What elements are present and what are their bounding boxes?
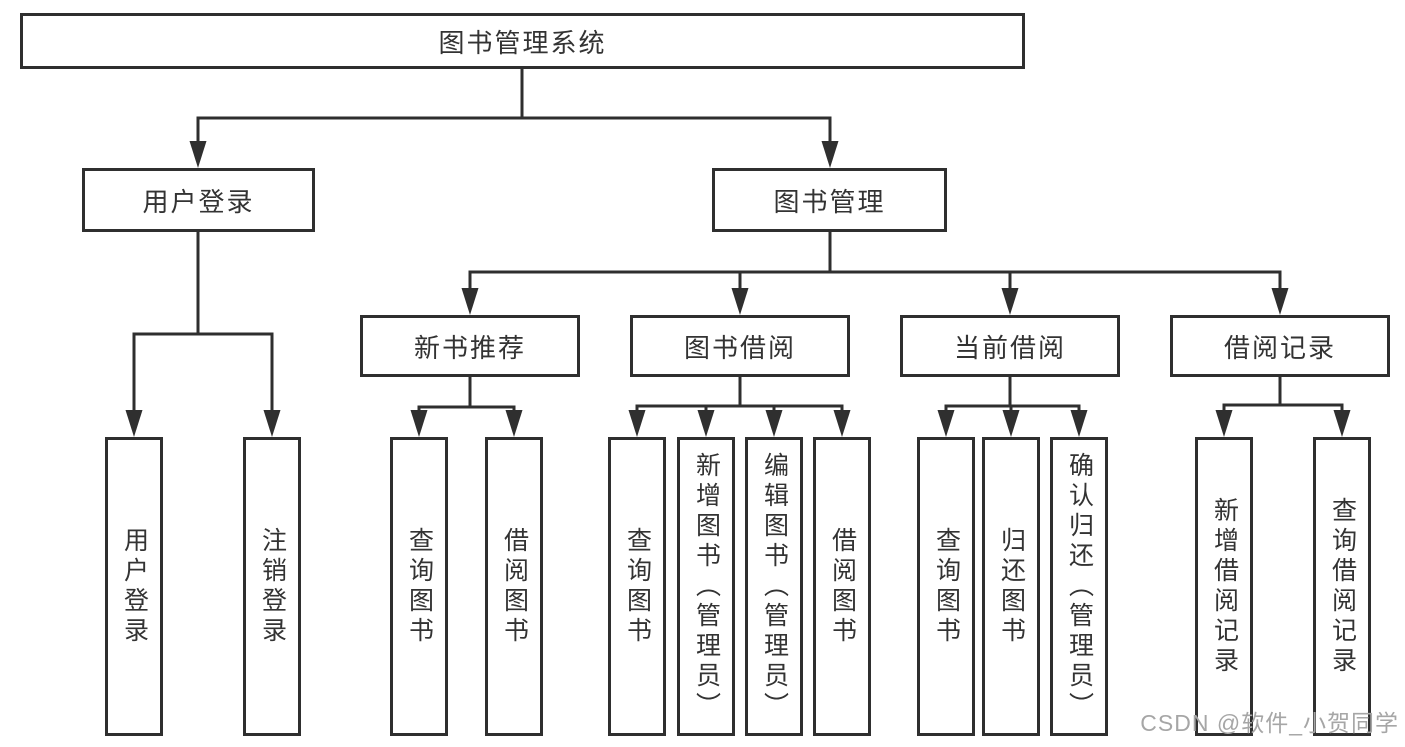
arrowhead-icon xyxy=(1070,410,1088,437)
node-book-borrowing: 图书借阅 xyxy=(630,315,850,377)
leaf-nbr-borrow-books: 借阅图书 xyxy=(485,437,543,736)
leaf-bb-query-books: 查询图书 xyxy=(608,437,666,736)
leaf-label: 编辑图书（管理员） xyxy=(760,451,789,722)
node-user-login: 用户登录 xyxy=(82,168,315,232)
leaf-label: 新增借阅记录 xyxy=(1210,496,1239,677)
node-book-borrowing-label: 图书借阅 xyxy=(683,332,796,363)
arrowhead-icon xyxy=(125,410,143,437)
arrowhead-icon xyxy=(1333,410,1351,437)
leaf-logout-action: 注销登录 xyxy=(243,437,301,736)
arrowhead-icon xyxy=(1001,288,1019,315)
node-book-management-label: 图书管理 xyxy=(773,186,886,217)
node-new-book-recommend-label: 新书推荐 xyxy=(413,332,526,363)
arrowhead-icon xyxy=(1002,410,1020,437)
node-borrow-records: 借阅记录 xyxy=(1170,315,1390,377)
leaf-label: 注销登录 xyxy=(258,526,287,647)
arrowhead-icon xyxy=(833,410,851,437)
arrowhead-icon xyxy=(189,141,207,168)
leaf-cb-query-books: 查询图书 xyxy=(917,437,975,736)
leaf-label: 新增图书（管理员） xyxy=(692,451,721,722)
arrowhead-icon xyxy=(697,410,715,437)
node-borrow-records-label: 借阅记录 xyxy=(1223,332,1336,363)
node-current-borrowing: 当前借阅 xyxy=(900,315,1120,377)
arrowhead-icon xyxy=(1215,410,1233,437)
leaf-label: 确认归还（管理员） xyxy=(1065,451,1094,722)
leaf-bb-add-books-admin: 新增图书（管理员） xyxy=(677,437,735,736)
arrowhead-icon xyxy=(731,288,749,315)
node-user-login-label: 用户登录 xyxy=(142,186,255,217)
node-current-borrowing-label: 当前借阅 xyxy=(953,332,1066,363)
leaf-cb-return-books: 归还图书 xyxy=(982,437,1040,736)
node-root-label: 图书管理系统 xyxy=(438,27,607,58)
arrowhead-icon xyxy=(821,141,839,168)
leaf-label: 查询借阅记录 xyxy=(1328,496,1357,677)
leaf-label: 查询图书 xyxy=(623,526,652,647)
leaf-user-login-action: 用户登录 xyxy=(105,437,163,736)
arrowhead-icon xyxy=(937,410,955,437)
leaf-label: 借阅图书 xyxy=(500,526,529,647)
arrowhead-icon xyxy=(461,288,479,315)
leaf-label: 查询图书 xyxy=(405,526,434,647)
leaf-br-query-borrow-record: 查询借阅记录 xyxy=(1313,437,1371,736)
arrowhead-icon xyxy=(505,410,523,437)
leaf-cb-confirm-return-admin: 确认归还（管理员） xyxy=(1050,437,1108,736)
leaf-label: 用户登录 xyxy=(120,526,149,647)
leaf-label: 归还图书 xyxy=(997,526,1026,647)
leaf-br-add-borrow-record: 新增借阅记录 xyxy=(1195,437,1253,736)
arrowhead-icon xyxy=(628,410,646,437)
leaf-label: 借阅图书 xyxy=(828,526,857,647)
arrowhead-icon xyxy=(263,410,281,437)
arrowhead-icon xyxy=(410,410,428,437)
leaf-bb-borrow-books: 借阅图书 xyxy=(813,437,871,736)
node-book-management: 图书管理 xyxy=(712,168,947,232)
arrowhead-icon xyxy=(1271,288,1289,315)
leaf-nbr-query-books: 查询图书 xyxy=(390,437,448,736)
node-root: 图书管理系统 xyxy=(20,13,1025,69)
leaf-label: 查询图书 xyxy=(932,526,961,647)
leaf-bb-edit-books-admin: 编辑图书（管理员） xyxy=(745,437,803,736)
csdn-watermark: CSDN @软件_小贺同学 xyxy=(1140,710,1399,736)
node-new-book-recommend: 新书推荐 xyxy=(360,315,580,377)
arrowhead-icon xyxy=(765,410,783,437)
